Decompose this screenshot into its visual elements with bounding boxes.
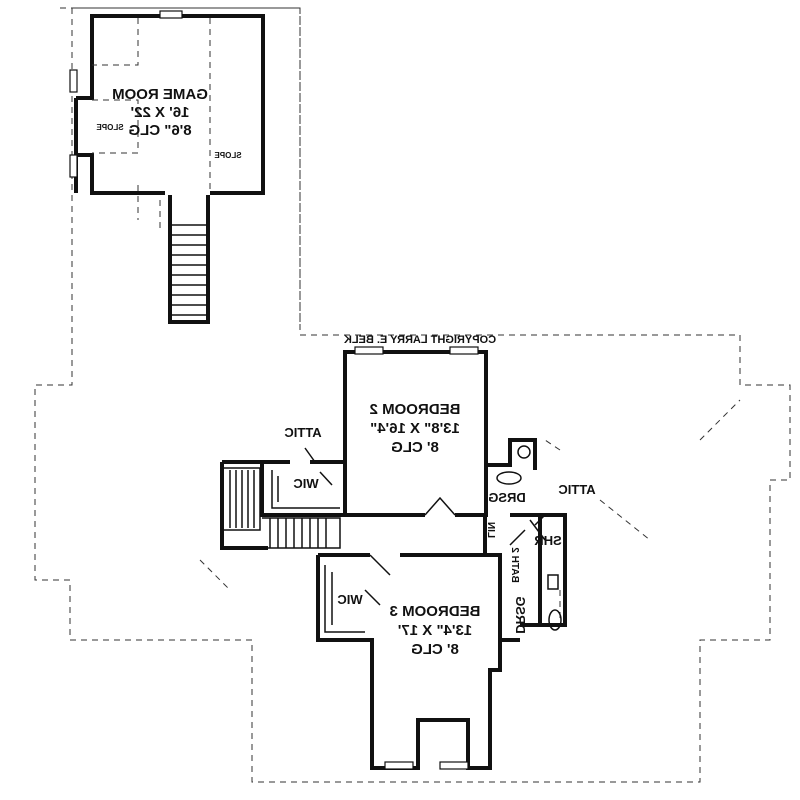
window xyxy=(384,761,414,770)
bedroom2-size: 13'8" X 16'4" xyxy=(370,420,460,437)
roof-outline xyxy=(34,7,791,783)
wic-bed3-label: WIC xyxy=(337,592,363,607)
stair-hall xyxy=(262,517,341,549)
game-room-ceiling: 8'6" CLG xyxy=(128,122,191,139)
window xyxy=(69,69,78,93)
shr-label: SHR xyxy=(534,533,562,548)
stair-left xyxy=(224,467,261,531)
bedroom2-name: BEDROOM 2 xyxy=(370,401,461,418)
bath-walls xyxy=(486,438,567,627)
bedroom3-name: BEDROOM 3 xyxy=(390,603,481,620)
attic-left-label: ATTIC xyxy=(284,425,322,440)
game-room-name: GAME ROOM xyxy=(112,86,208,103)
bedroom3-size: 13'4" X 17' xyxy=(398,622,472,639)
wic-bed2-label: WIC xyxy=(293,476,319,491)
lin-label: LIN xyxy=(485,522,496,538)
game-room-slope-lines xyxy=(92,18,211,220)
drsg-bed2-label: DRSG xyxy=(488,490,526,505)
window xyxy=(69,154,78,178)
slope-label-left: SLOPE xyxy=(96,123,124,132)
window xyxy=(449,346,479,355)
roof-ridge-lines xyxy=(60,7,741,620)
drsg-bed3-label: DRSG xyxy=(513,596,528,634)
window xyxy=(159,10,183,19)
game-room-stair xyxy=(168,195,210,324)
bath2-label: BATH 2 xyxy=(509,547,520,583)
copyright-text: COPYRIGHT LARRY E. BELK xyxy=(344,334,496,346)
attic-right-label: ATTIC xyxy=(558,482,596,497)
stair-treads xyxy=(172,224,206,316)
door-swings xyxy=(304,447,546,606)
bedroom2-ceiling: 8' CLG xyxy=(391,439,439,456)
bedroom3-ceiling: 8' CLG xyxy=(411,641,459,658)
slope-label-right: SLOPE xyxy=(214,151,242,160)
bedroom3-walls xyxy=(316,553,520,770)
window xyxy=(439,761,469,770)
window xyxy=(354,346,384,355)
game-room-size: 16' X 22' xyxy=(131,104,190,121)
